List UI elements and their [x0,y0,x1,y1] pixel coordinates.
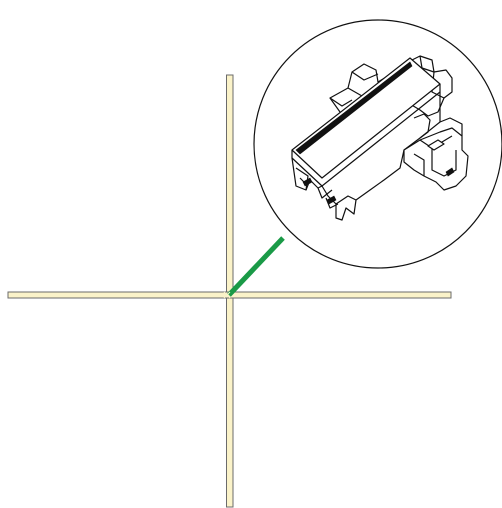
connector-slot-b [326,195,337,205]
connector-right-block-window [427,139,445,151]
joint-marker-icon [223,291,231,299]
connector-right-lower-tab [413,113,431,139]
connector-right-block [403,127,469,191]
connector-right-block-tab [439,117,463,136]
cross-rail-connector-icon [291,55,469,221]
connector-top-slab-shadow [295,61,413,155]
connector-right-block-tab-slot [445,167,455,177]
callout-leader-line [227,236,285,297]
connector-slot-a [302,177,313,187]
callout-circle [253,19,502,269]
